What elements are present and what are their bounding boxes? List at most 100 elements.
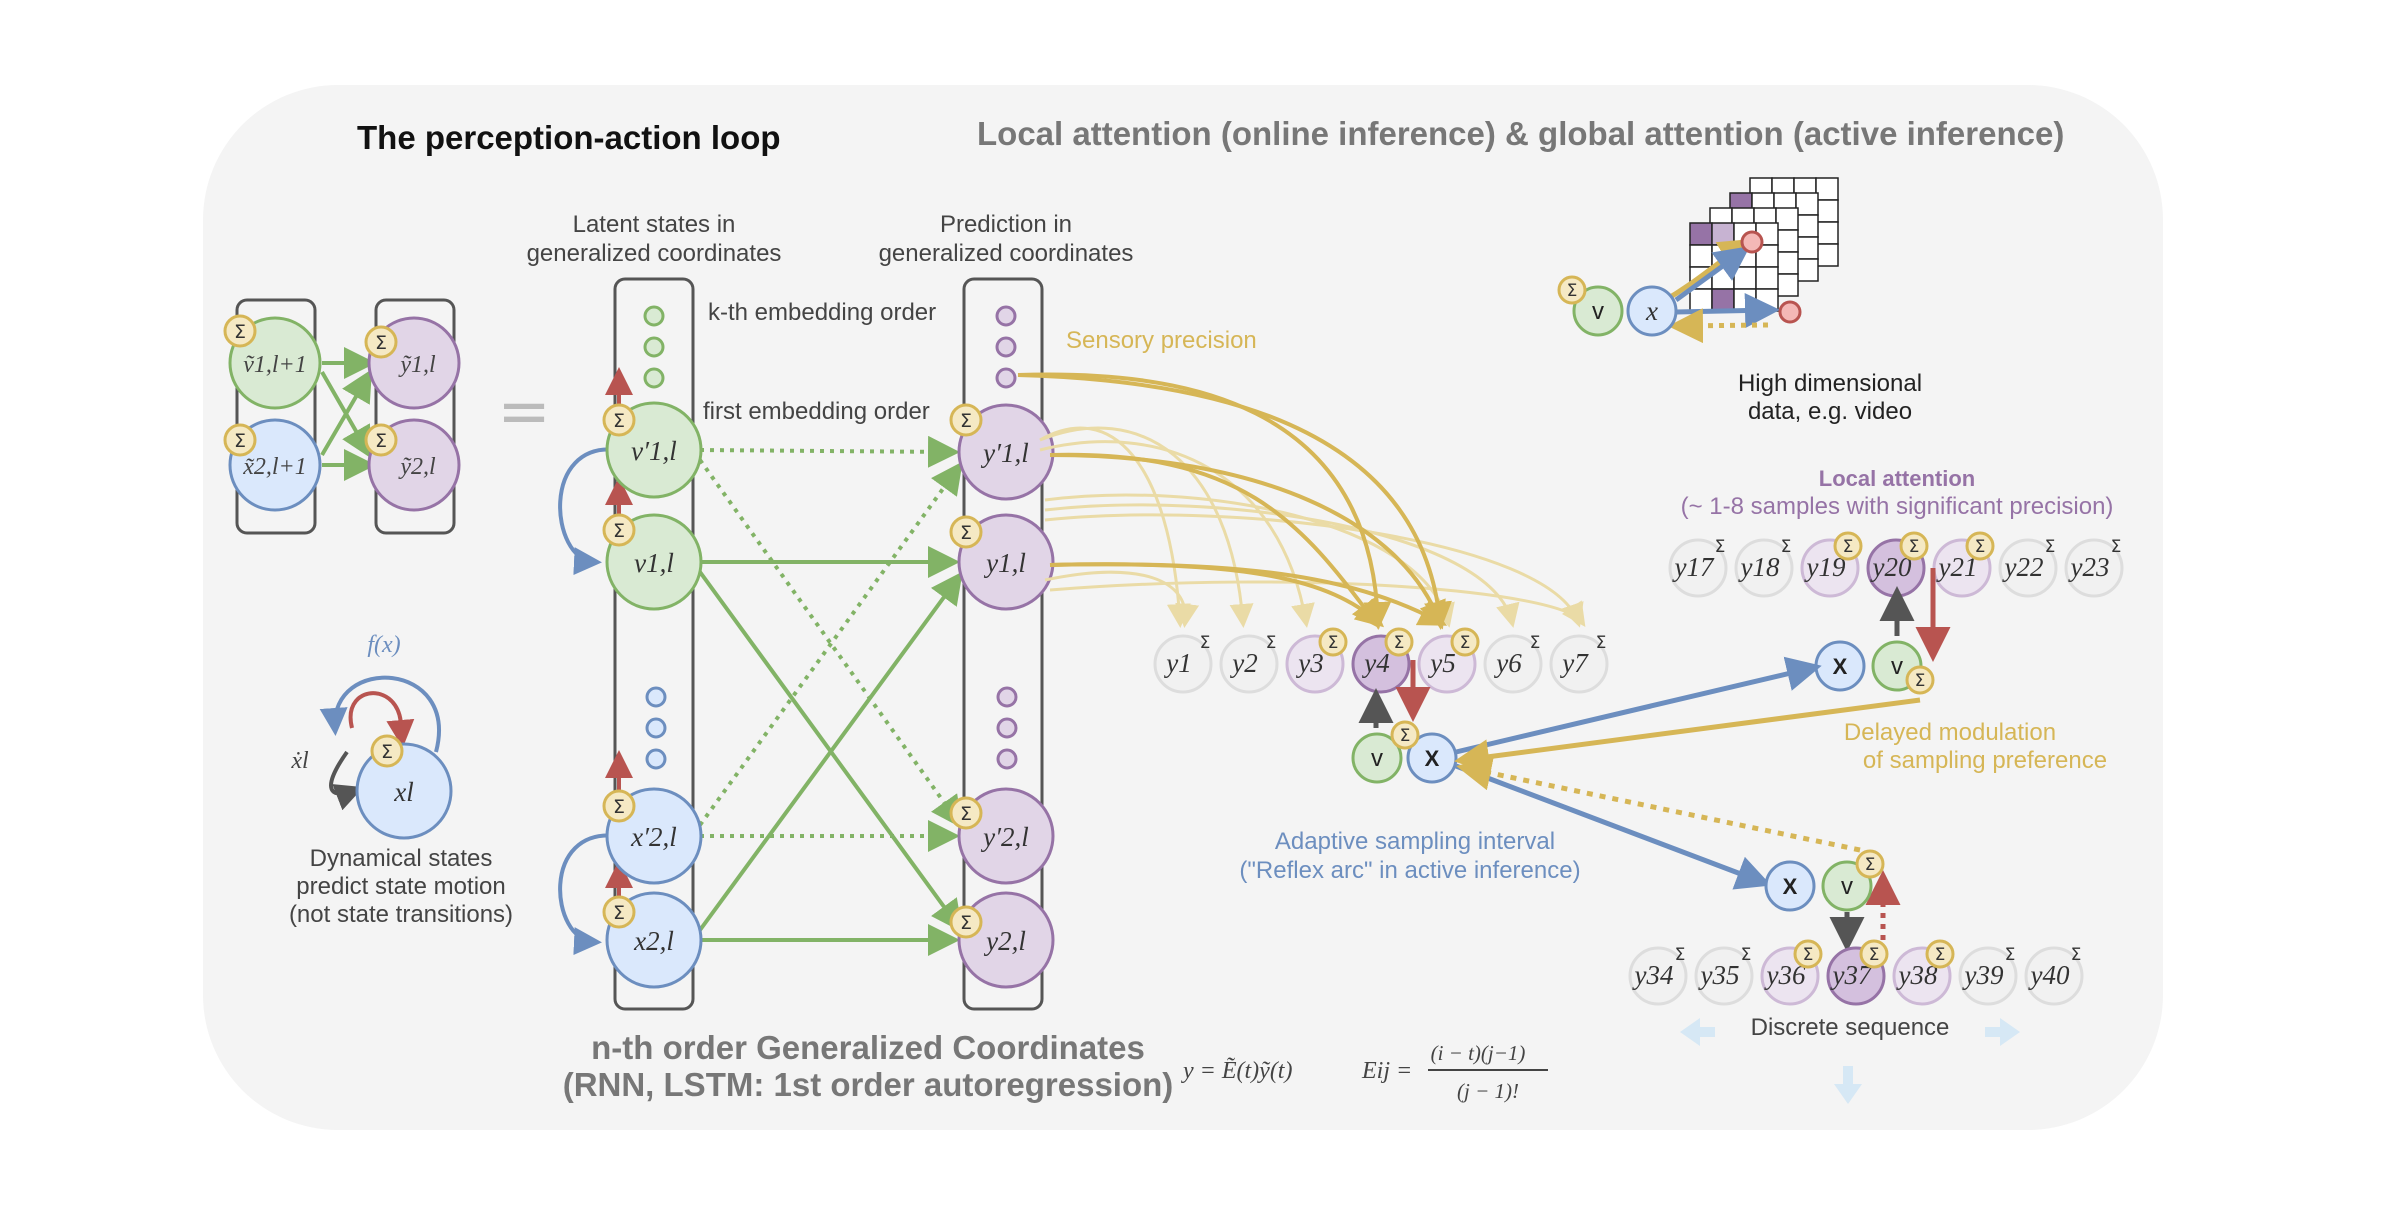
latent-heading-line1: Latent states in — [573, 211, 736, 238]
sigma-mark: Σ — [1530, 633, 1541, 653]
sigma-badge: Σ — [1899, 531, 1929, 561]
sequence-node-label: y1 — [1163, 648, 1191, 678]
node-x2-label: x2,l — [633, 926, 674, 956]
self-loop-arrowhead — [386, 718, 415, 748]
svg-text:Σ: Σ — [1460, 633, 1471, 653]
sequence-node-label: y17 — [1672, 552, 1715, 582]
svg-text:Σ: Σ — [613, 520, 625, 542]
sigma-badge: Σ — [602, 513, 636, 547]
equation-eij-lhs: Eij = — [1361, 1058, 1412, 1084]
node-y2-tilde-label: ỹ2,l — [398, 454, 436, 480]
high-dim-line2: data, e.g. video — [1748, 398, 1912, 425]
map-arrow-dotted — [699, 435, 960, 468]
xdot-loop-arrow — [329, 750, 364, 811]
sequence-node-label: y18 — [1738, 552, 1780, 582]
sequence-node-label: y40 — [2028, 960, 2070, 990]
sigma-badge: Σ — [949, 403, 983, 437]
left-arrow-icon — [1680, 1018, 1715, 1046]
sequence-node-label: y34 — [1632, 960, 1674, 990]
sigma-badge: Σ — [949, 796, 983, 830]
first-order-label: first embedding order — [703, 398, 930, 425]
svg-text:Σ: Σ — [613, 902, 625, 924]
svg-text:Σ: Σ — [1915, 671, 1926, 691]
sigma-badge: Σ — [1557, 275, 1587, 305]
sigma-badge: Σ — [949, 905, 983, 939]
blue-loop-arrow — [558, 447, 619, 576]
node-xl-label: xl — [393, 777, 414, 807]
dyn-states-line3: (not state transitions) — [289, 901, 513, 928]
svg-text:Σ: Σ — [1328, 633, 1339, 653]
sequence-node-label: y5 — [1427, 648, 1455, 678]
sigma-badge: Σ — [949, 515, 983, 549]
sequence-node-label: y2 — [1229, 648, 1257, 678]
precision-arrows — [1017, 372, 1452, 630]
prediction-order-dots-bottom — [996, 686, 1018, 770]
title-generalized-coordinates: n-th order Generalized Coordinates — [591, 1029, 1145, 1066]
sigma-mark: Σ — [1675, 945, 1686, 965]
node-y2l-label: y2,l — [983, 926, 1026, 956]
global-arrow-dotted — [1456, 755, 1861, 853]
equation-eij-den: (j − 1)! — [1457, 1079, 1519, 1103]
node-y-prime-2-label: y′2,l — [980, 822, 1029, 852]
global-arrow-blue — [1455, 656, 1822, 755]
sigma-mark: Σ — [1741, 945, 1752, 965]
sigma-badge: Σ — [364, 325, 398, 359]
delayed-line1: Delayed modulation — [1844, 719, 2056, 746]
sigma-badge: Σ — [1793, 939, 1823, 969]
map-arrow-dotted — [698, 458, 963, 829]
svg-text:Σ: Σ — [960, 803, 972, 825]
node-v-prime-label: v′1,l — [631, 436, 677, 466]
sequence-node-label: y4 — [1361, 648, 1389, 678]
sigma-badge: Σ — [602, 895, 636, 929]
node-y2l — [957, 891, 1055, 989]
sequence-node-label: y23 — [2068, 552, 2110, 582]
sigma-mark: Σ — [2045, 537, 2056, 557]
sequence-node-label: y21 — [1936, 552, 1978, 582]
sigma-badge: Σ — [223, 423, 257, 457]
latent-column-box — [613, 277, 695, 1011]
node-X-lower — [1764, 860, 1816, 912]
left-column-box-1 — [235, 298, 317, 535]
faint-precision-arrows — [1039, 426, 1586, 628]
xdot-label: ẋl — [290, 748, 309, 774]
sigma-badge: Σ — [364, 423, 398, 457]
local-attention-title: Local attention — [1819, 466, 1975, 491]
left-column-box-2 — [374, 298, 456, 535]
sensory-precision-label: Sensory precision — [1066, 327, 1257, 354]
node-x-tilde-label: x̃2,l+1 — [242, 454, 307, 480]
sigma-mark: Σ — [2071, 945, 2082, 965]
prediction-column-box — [962, 277, 1044, 1011]
sigma-badge: Σ — [1833, 531, 1863, 561]
sequence-node: y6 Σ — [1483, 633, 1543, 694]
pred-heading-line1: Prediction in — [940, 211, 1072, 238]
node-X-lower-label: X — [1783, 874, 1798, 899]
sigma-badge: Σ — [1905, 665, 1935, 695]
node-v-upper-label: v — [1891, 653, 1903, 680]
node-v-tilde-label: ṽ1,l+1 — [243, 352, 307, 378]
global-arrow-gold — [1454, 697, 1921, 775]
latent-heading-line2: generalized coordinates — [527, 240, 782, 267]
sigma-badge: Σ — [1925, 939, 1955, 969]
node-x-prime-label: x′2,l — [630, 822, 677, 852]
node-y1l-label: y1,l — [983, 548, 1026, 578]
sequence-node-label: y6 — [1493, 648, 1522, 678]
local-attention-subtitle: (~ 1-8 samples with significant precisio… — [1681, 493, 2114, 520]
node-v-lower-label: v — [1841, 873, 1853, 900]
node-x-top — [1626, 285, 1678, 337]
sigma-mark: Σ — [1781, 537, 1792, 557]
sigma-badge: Σ — [1450, 627, 1480, 657]
sequence-node-label: y35 — [1698, 960, 1740, 990]
svg-text:Σ: Σ — [1567, 281, 1578, 301]
video-frame — [1689, 222, 1779, 312]
svg-text:Σ: Σ — [613, 796, 625, 818]
